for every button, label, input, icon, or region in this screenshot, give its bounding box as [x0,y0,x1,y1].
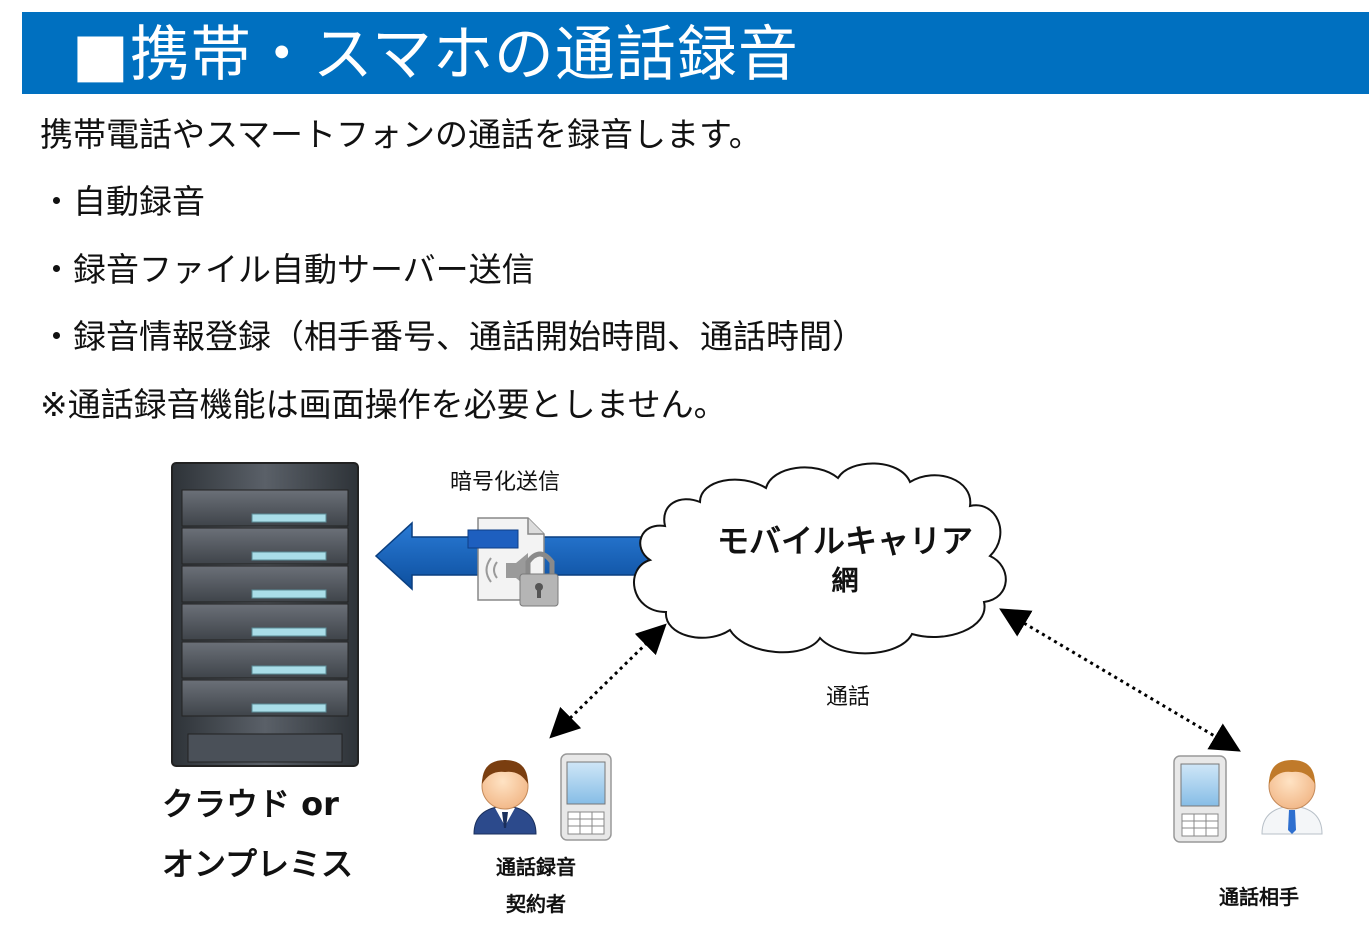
note-text: ※通話録音機能は画面操作を必要としません。 [40,385,727,424]
bullet-auto-send: ・録音ファイル自動サーバー送信 [40,250,535,289]
call-label: 通話 [826,685,870,710]
subscriber-call-arrow [549,623,667,739]
server-rack-icon [171,462,359,767]
subscriber-person-icon [473,760,537,835]
partner-label: 通話相手 [1219,885,1299,909]
server-label-cloud: クラウド or [162,785,339,823]
page-title: ■携帯・スマホの通話録音 [72,20,799,90]
mobile-carrier-cloud-icon [633,462,1007,655]
bullet-record-info: ・録音情報登録（相手番号、通話開始時間、通話時間） [40,317,865,356]
partner-phone-icon [1173,755,1227,843]
partner-person-icon [1261,760,1323,835]
encrypted-audio-file-icon [467,517,559,607]
subscriber-phone-icon [560,753,612,841]
subscriber-label-recording: 通話録音 [496,855,576,879]
partner-call-arrow [999,608,1241,752]
subscriber-label-contractor: 契約者 [505,892,566,916]
cloud-label-network: 網 [832,565,859,597]
cloud-label-carrier: モバイルキャリア [717,522,973,560]
bullet-auto-record: ・自動録音 [40,182,205,221]
header-bar: ■携帯・スマホの通話録音 [22,12,1369,94]
intro-text: 携帯電話やスマートフォンの通話を録音します。 [40,115,762,154]
server-label-onpremise: オンプレミス [162,845,353,883]
encrypted-send-label: 暗号化送信 [450,470,560,495]
